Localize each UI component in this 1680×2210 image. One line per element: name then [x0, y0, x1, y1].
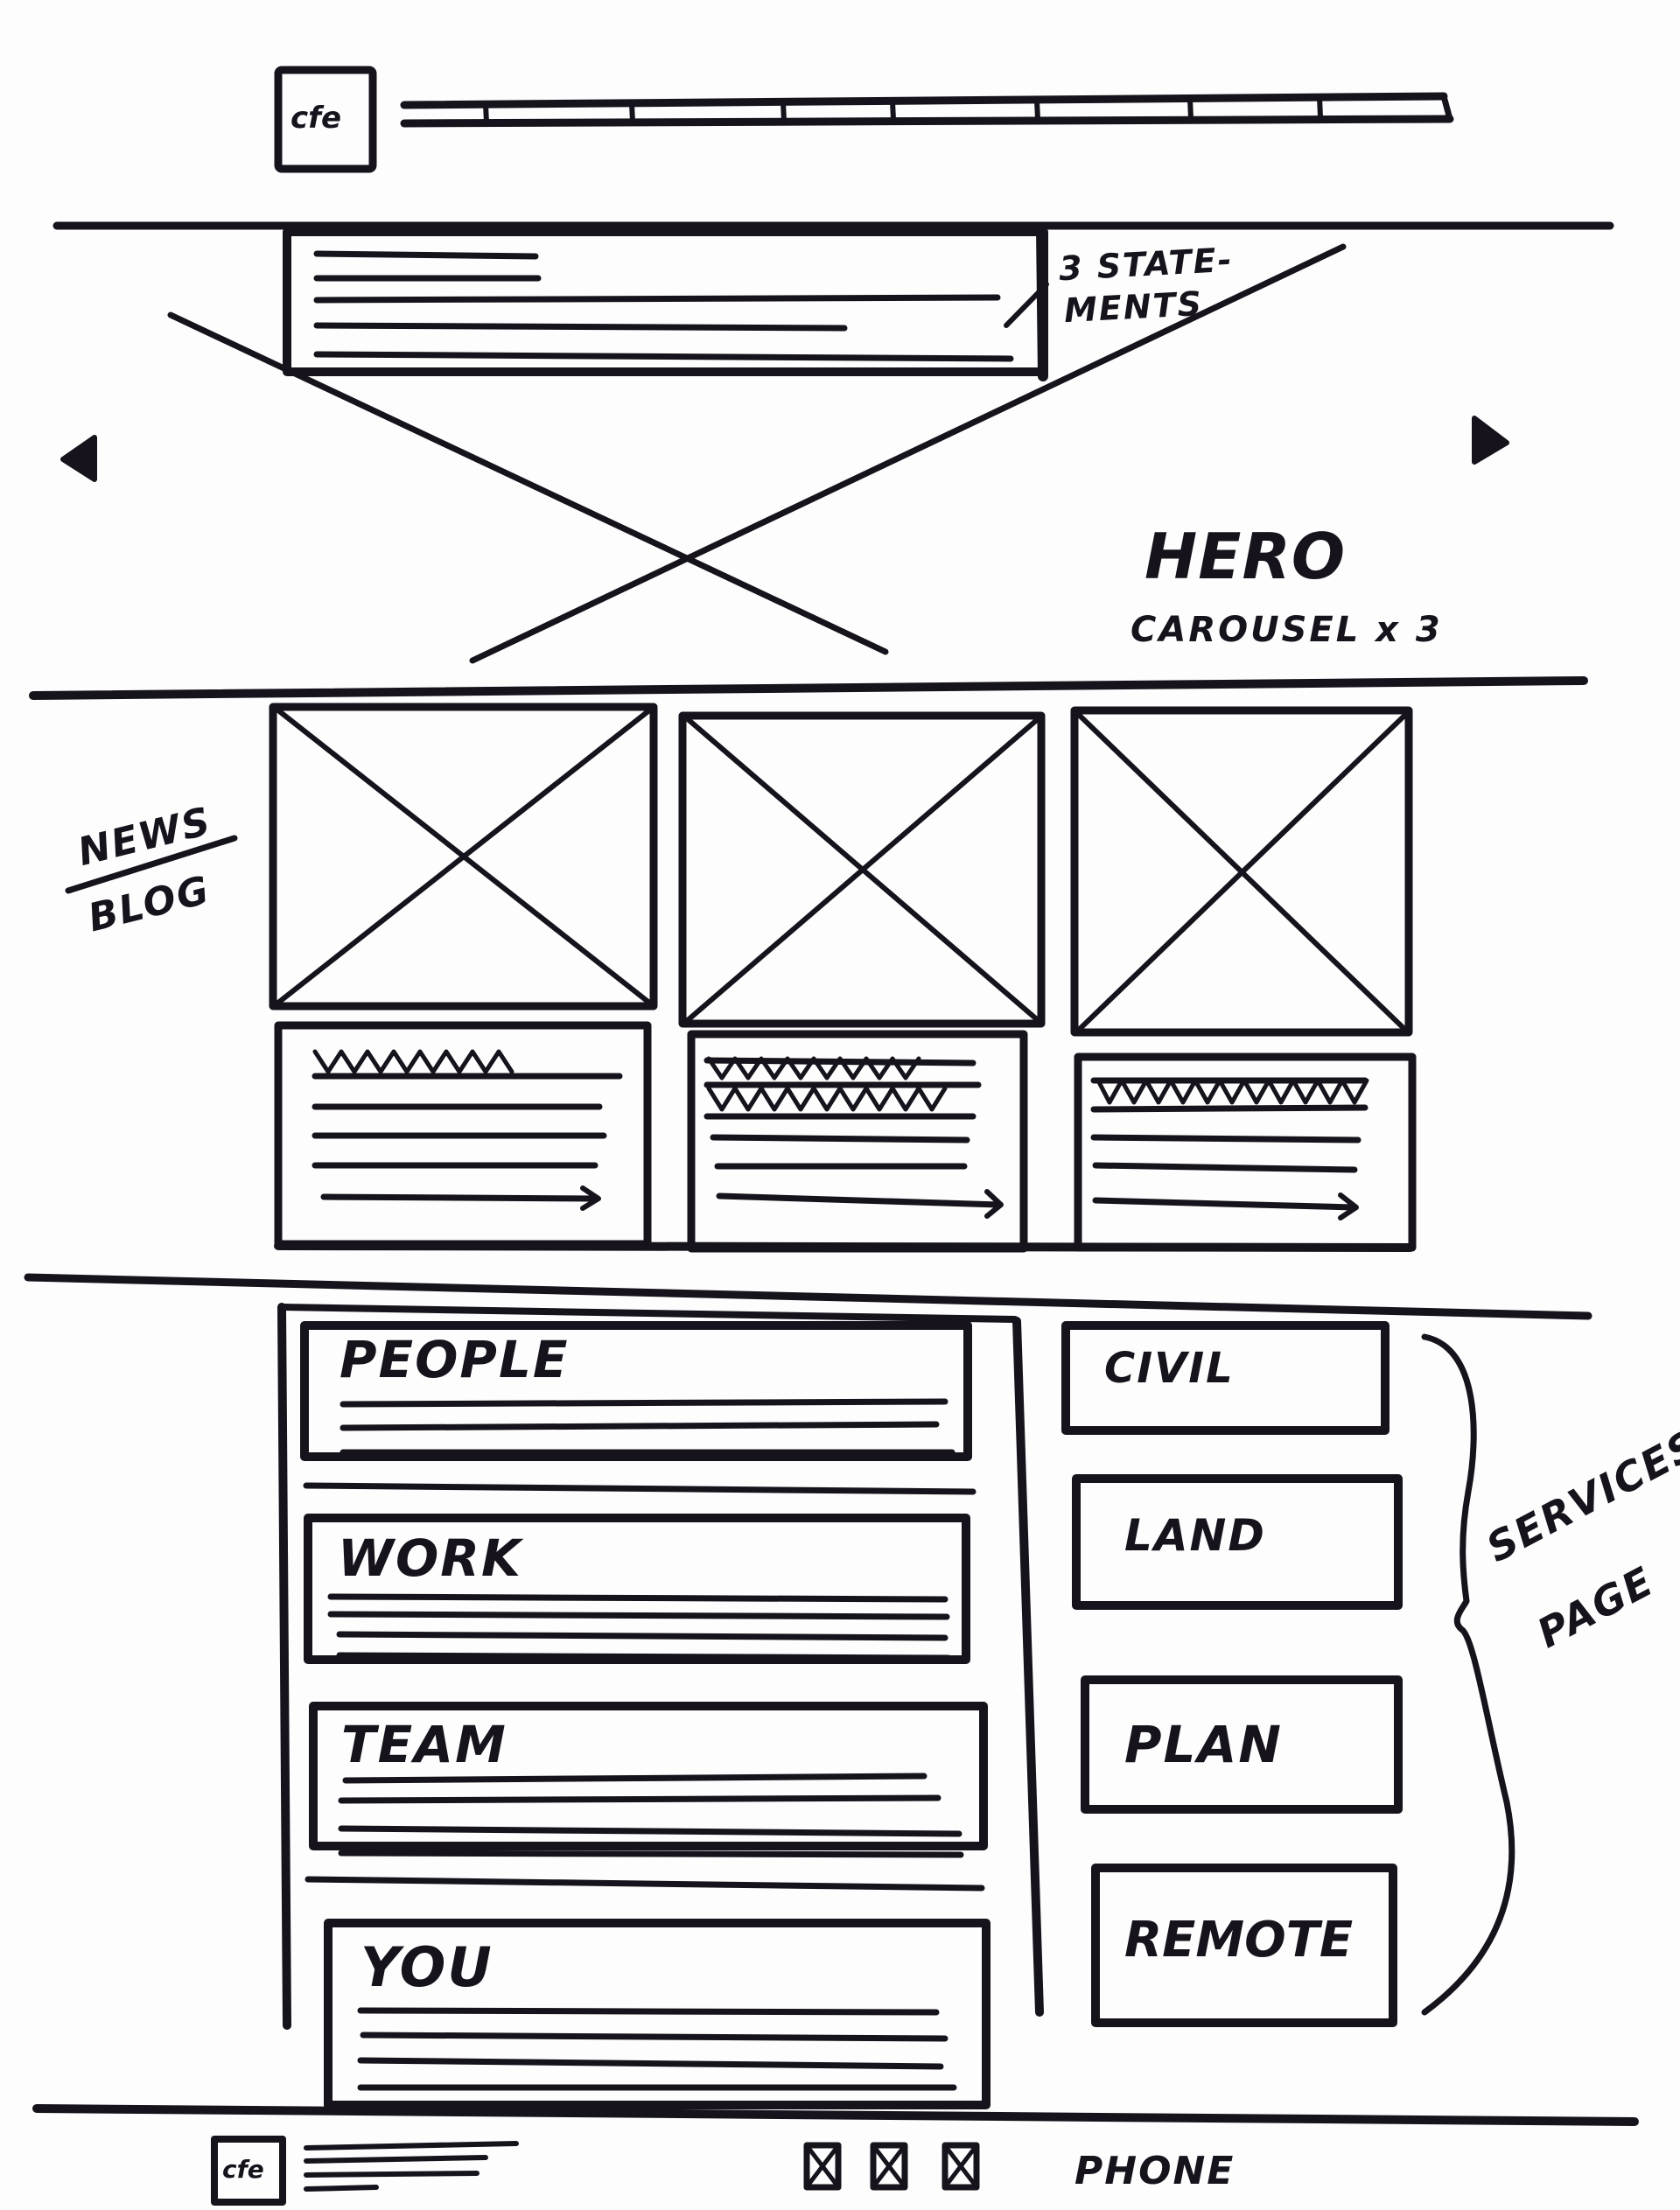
- section-label-you: YOU: [360, 1935, 494, 1999]
- section-box-team[interactable]: [309, 1702, 988, 1858]
- service-label-remote: REMOTE: [1124, 1912, 1354, 1969]
- service-label-plan: PLAN: [1124, 1715, 1283, 1774]
- footer-logo-text: cfe: [222, 2155, 264, 2184]
- statement-note-line2: MENTS: [1062, 283, 1204, 331]
- social-icon-2[interactable]: [870, 2142, 908, 2191]
- news-card-1-headline-scribble: [312, 1049, 514, 1074]
- news-card-3-headline-scribble: [1096, 1078, 1369, 1105]
- services-brace: [1421, 1333, 1516, 2016]
- social-icon-3[interactable]: [942, 2142, 980, 2191]
- service-box-plan[interactable]: [1081, 1675, 1403, 1814]
- site-header: [52, 66, 1614, 230]
- header-logo-text: cfe: [290, 101, 342, 136]
- statement-note-line1: 3 STATE-: [1057, 240, 1235, 289]
- news-divider: [24, 1273, 1592, 1320]
- service-label-civil: CIVIL: [1104, 1344, 1235, 1393]
- news-card-1-readmore-arrow-icon: [580, 1185, 601, 1211]
- footer-logo-box[interactable]: [211, 2136, 286, 2206]
- section-box-you[interactable]: [324, 1919, 990, 2109]
- carousel-prev-arrow[interactable]: [60, 435, 97, 482]
- services-column: [1061, 1321, 1516, 2027]
- hero-image-placeholder-diag-b: [469, 243, 1347, 664]
- social-icon-1[interactable]: [803, 2142, 842, 2191]
- news-card-3-readmore-link[interactable]: [1092, 1197, 1356, 1211]
- news-image-2[interactable]: [678, 711, 1046, 1028]
- news-card-3[interactable]: [1074, 1053, 1417, 1252]
- nav-bar[interactable]: [400, 92, 1454, 128]
- carousel-next-arrow[interactable]: [1472, 416, 1509, 465]
- news-image-3[interactable]: [1070, 706, 1413, 1037]
- header-logo-box[interactable]: [274, 66, 377, 173]
- section-box-work[interactable]: [304, 1514, 970, 1664]
- hero-divider: [29, 676, 1588, 700]
- hero-subtitle: CAROUSEL x 3: [1130, 610, 1443, 650]
- news-image-1[interactable]: [269, 703, 658, 1011]
- hero-image-placeholder-diag-a: [167, 311, 889, 655]
- section-label-work: WORK: [338, 1528, 522, 1588]
- hero-statement-box: [283, 224, 1049, 381]
- news-card-1[interactable]: [274, 1021, 652, 1248]
- hero-carousel: [29, 224, 1588, 700]
- news-card-2-readmore-link[interactable]: [716, 1192, 1003, 1208]
- footer-phone-label[interactable]: PHONE: [1074, 2149, 1236, 2193]
- news-blog-divider: [65, 835, 238, 894]
- section-box-people[interactable]: [300, 1321, 972, 1461]
- news-card-2-readmore-arrow-icon: [984, 1189, 1004, 1219]
- news-card-3-readmore-arrow-icon: [1338, 1192, 1359, 1220]
- news-card-2[interactable]: [687, 1030, 1028, 1253]
- footer-contact-lines: [304, 2141, 519, 2192]
- news-section: [24, 703, 1592, 1320]
- section-label-team: TEAM: [341, 1715, 508, 1774]
- service-box-remote[interactable]: [1091, 1864, 1397, 2027]
- hero-title: HERO: [1144, 520, 1347, 593]
- site-footer: [32, 2104, 1639, 2206]
- footer-divider: [32, 2104, 1639, 2126]
- about-sections: [277, 1303, 1044, 2109]
- service-box-civil[interactable]: [1061, 1321, 1390, 1435]
- service-label-land: LAND: [1124, 1510, 1266, 1561]
- section-label-people: PEOPLE: [340, 1330, 570, 1389]
- service-box-land[interactable]: [1072, 1474, 1403, 1610]
- news-card-1-readmore-link[interactable]: [320, 1193, 600, 1202]
